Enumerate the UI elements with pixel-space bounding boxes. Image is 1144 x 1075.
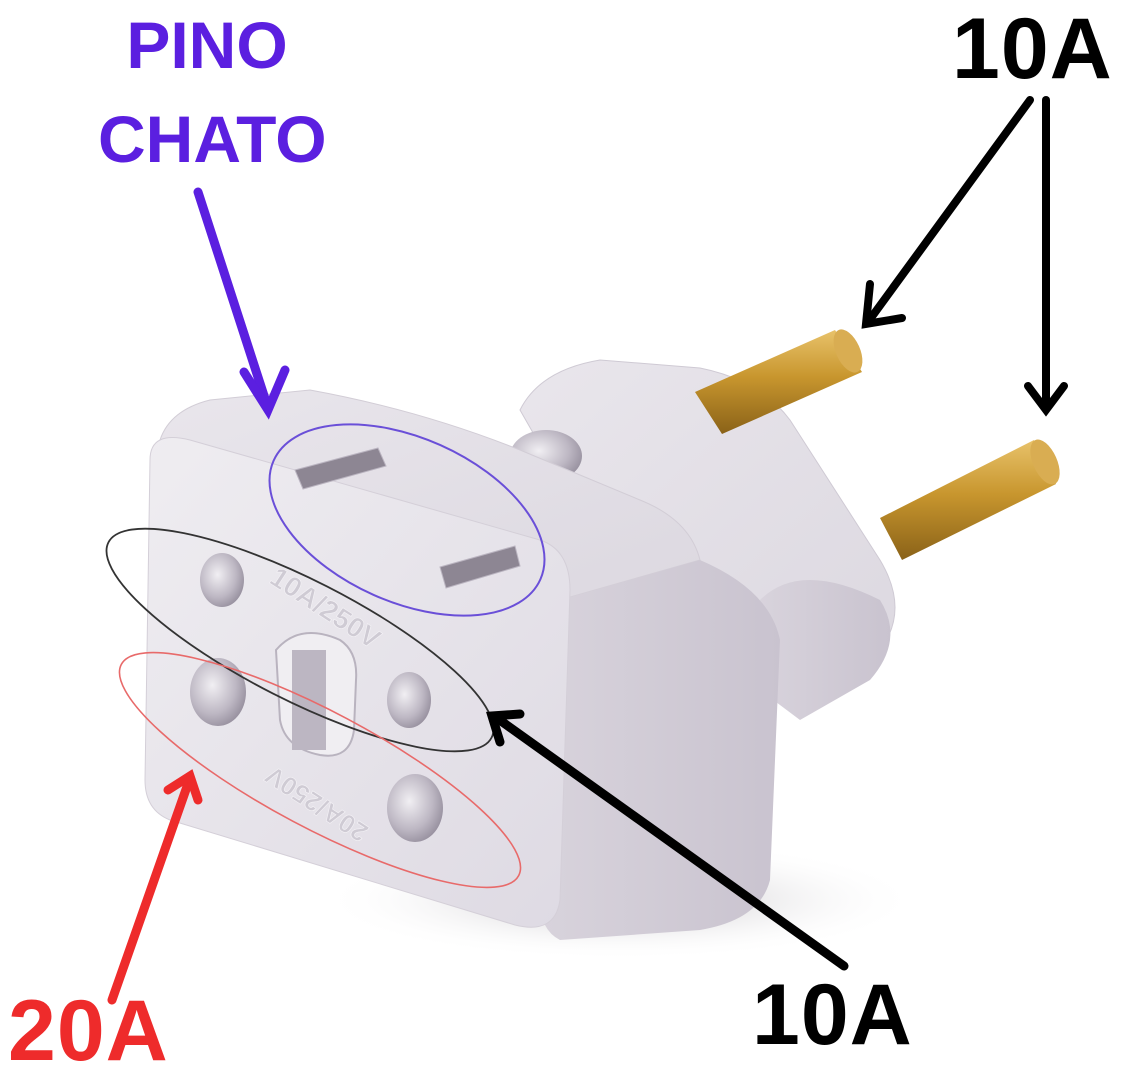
flat-slot-2 xyxy=(439,545,521,589)
flat-slot-1 xyxy=(294,447,387,490)
flat-pin-label-line2: CHATO xyxy=(98,102,327,176)
socket-10a-outline xyxy=(105,527,495,753)
arrow-plug-pin-upper xyxy=(861,96,1034,329)
arrow-socket-10a xyxy=(486,709,849,971)
socket-hole-10a-left xyxy=(200,553,244,607)
arrow-plug-pin-lower xyxy=(1024,96,1068,417)
socket-20a-outline xyxy=(118,651,522,889)
socket-hole-20a-left xyxy=(190,658,246,726)
round-pin-lower xyxy=(880,439,1060,560)
plug-pins-rating-label: 10A xyxy=(952,1,1113,97)
arrow-socket-20a xyxy=(107,769,203,1005)
arrow-flat-pin xyxy=(193,187,290,420)
socket-hole-10a-right xyxy=(387,672,431,728)
flat-pin-slots xyxy=(294,447,521,589)
socket-20a-rating-label: 20A xyxy=(8,983,169,1075)
flat-pin-label-line1: PINO xyxy=(126,8,288,82)
flat-pin-label: PINO CHATO xyxy=(98,12,327,176)
socket-hole-20a-right xyxy=(387,774,443,842)
round-pins xyxy=(695,329,1060,560)
round-pin-upper xyxy=(695,329,863,434)
socket-10a-rating-label: 10A xyxy=(752,967,913,1063)
flat-pin-outline xyxy=(268,423,546,617)
plug-block xyxy=(510,359,896,720)
